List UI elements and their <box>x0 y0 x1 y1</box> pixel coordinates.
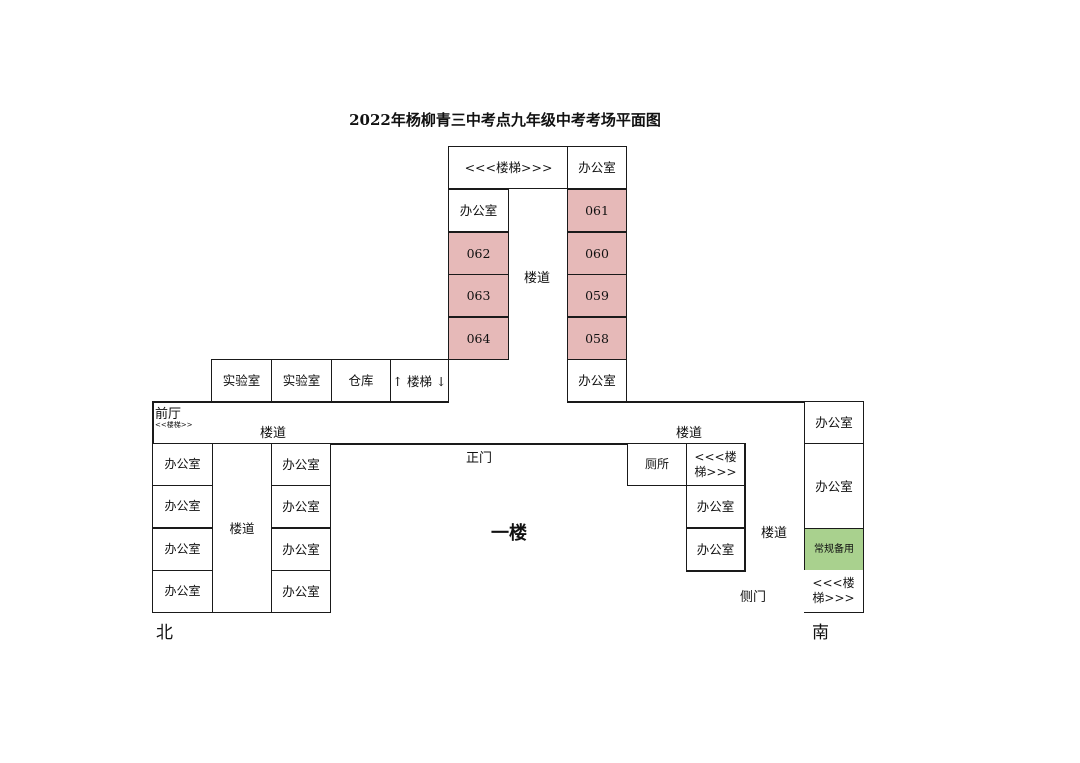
exam-room-064: 064 <box>448 317 509 360</box>
wall-corridor-bottom <box>152 443 627 445</box>
office-far-right-1: 办公室 <box>804 401 864 444</box>
door-dashed-right <box>567 189 568 360</box>
lab-1: 实验室 <box>211 359 272 402</box>
office-left-2: 办公室 <box>152 485 213 528</box>
corridor-top: 楼道 <box>524 271 551 286</box>
front-hall-label: 前厅 <box>155 407 182 422</box>
office-center-4: 办公室 <box>271 570 331 613</box>
stairs-mid: ↑ 楼梯 ↓ <box>390 359 449 402</box>
office-right-2: 办公室 <box>686 528 745 571</box>
front-hall-stairs: <<楼梯>> <box>155 421 193 429</box>
north-label: 北 <box>156 623 173 643</box>
backup-door <box>804 528 805 571</box>
exam-room-061: 061 <box>567 189 627 232</box>
corridor-left-vertical: 楼道 <box>212 443 272 613</box>
office-mid-right: 办公室 <box>567 359 627 402</box>
exam-room-059: 059 <box>567 274 627 317</box>
office-center-3: 办公室 <box>271 528 331 571</box>
exam-room-063: 063 <box>448 274 509 317</box>
exam-room-058: 058 <box>567 317 627 360</box>
corridor-left: 楼道 <box>260 426 287 441</box>
wall-north-corridor <box>152 401 449 403</box>
exam-room-062: 062 <box>448 232 509 275</box>
office-right-1: 办公室 <box>686 485 745 528</box>
corridor-right: 楼道 <box>676 426 703 441</box>
office-top-left: 办公室 <box>448 189 509 232</box>
stairs-right: <<<楼梯>>> <box>686 443 745 486</box>
south-label: 南 <box>812 623 829 643</box>
office-left-3: 办公室 <box>152 528 213 571</box>
stairs-top: <<<楼梯>>> <box>448 146 569 189</box>
floor-label: 一楼 <box>491 523 527 544</box>
backup-room: 常规备用 <box>804 528 864 571</box>
stairs-far-right: <<<楼梯>>> <box>804 570 864 613</box>
wall-front-hall <box>152 401 154 445</box>
corridor-right-vertical: 楼道 <box>761 526 788 541</box>
office-center-1: 办公室 <box>271 443 331 486</box>
office-left-1: 办公室 <box>152 443 213 486</box>
side-gate: 侧门 <box>740 590 767 605</box>
door-dashed-left <box>508 232 509 360</box>
page-title: 2022年杨柳青三中考点九年级中考考场平面图 <box>349 111 661 129</box>
office-center-2: 办公室 <box>271 485 331 528</box>
wall-south-corridor <box>567 401 805 403</box>
office-far-right-2: 办公室 <box>804 443 864 529</box>
main-gate: 正门 <box>466 451 493 466</box>
toilet: 厕所 <box>627 443 687 486</box>
office-left-4: 办公室 <box>152 570 213 613</box>
lab-2: 实验室 <box>271 359 332 402</box>
storage: 仓库 <box>331 359 391 402</box>
office-top-right: 办公室 <box>567 146 627 189</box>
exam-room-060: 060 <box>567 232 627 275</box>
